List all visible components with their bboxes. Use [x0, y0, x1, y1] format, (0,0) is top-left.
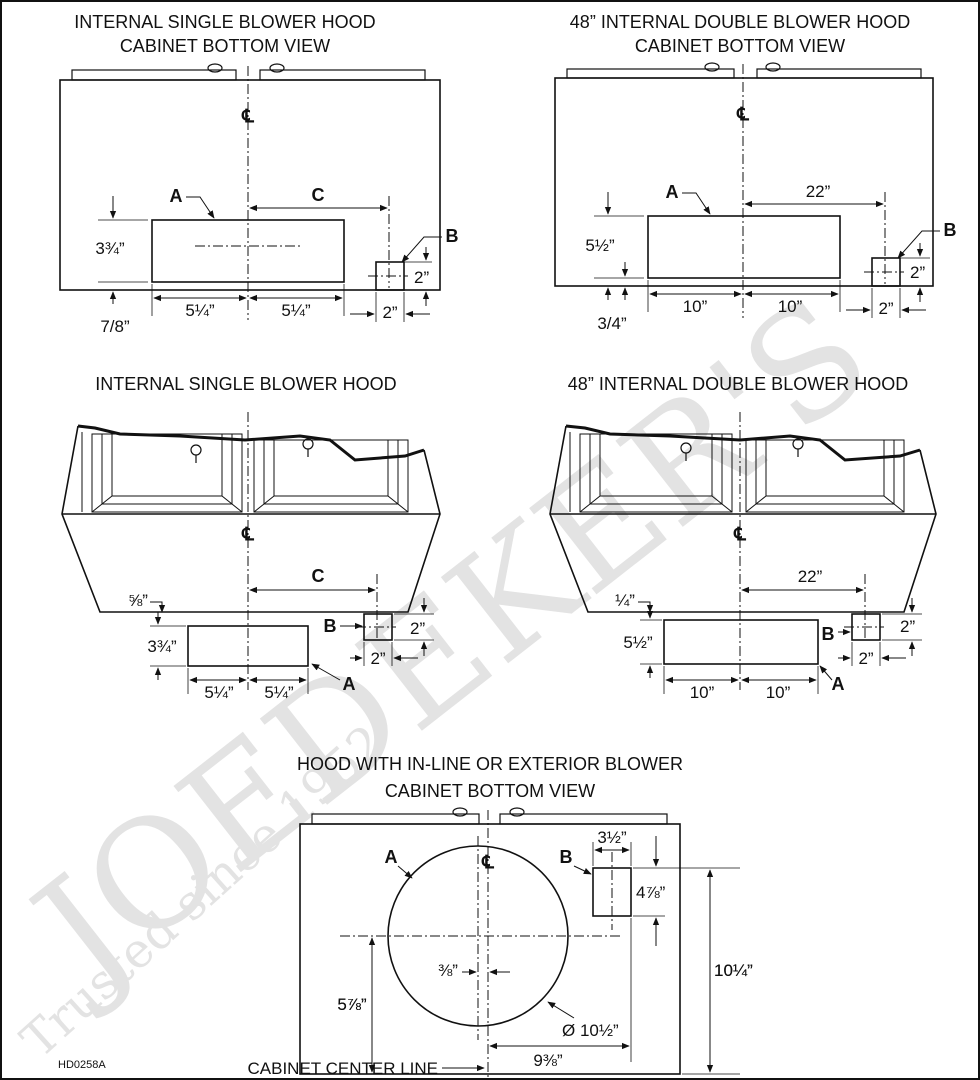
diagram1-label-c: C: [312, 185, 325, 205]
diagram1-dim-a-height: 3¾”: [95, 239, 125, 258]
diagram2-dim-a-right: 10”: [778, 297, 803, 316]
diagram4-dim-b-height: 2”: [900, 617, 915, 636]
diagram5-title-line1: HOOD WITH IN-LINE OR EXTERIOR BLOWER: [297, 754, 683, 774]
diagram3-label-a: A: [343, 674, 356, 694]
diagram2-title-line2: CABINET BOTTOM VIEW: [635, 36, 845, 56]
diagram5-dim-circle-center: 5⅞”: [337, 995, 367, 1014]
diagram-single-perspective: INTERNAL SINGLE BLOWER HOOD ℄ ⅝” C: [61, 374, 441, 702]
diagram3-cabinet: [61, 425, 441, 613]
diagram4-dim-b-width: 2”: [858, 649, 873, 668]
diagram1-dim-b-height: 2”: [414, 268, 429, 287]
diagram1-dim-a-left: 5¼”: [185, 301, 215, 320]
diagram2-opening-a: [647, 215, 841, 279]
diagram3-dim-a-right: 5¼”: [264, 683, 294, 702]
diagram5-dim-b-width: 3½”: [597, 828, 627, 847]
cabinet-center-line-label: CABINET CENTER LINE: [247, 1059, 438, 1078]
diagram5-dim-b-offset: 9⅜”: [533, 1051, 563, 1070]
diagram-single-bottom-view: INTERNAL SINGLE BLOWER HOOD CABINET BOTT…: [59, 12, 459, 336]
diagram3-dim-b-width: 2”: [370, 649, 385, 668]
diagram2-dim-bottom-gap: 3/4”: [597, 314, 627, 333]
diagram4-dim-a-left: 10”: [690, 683, 715, 702]
diagram5-title-line2: CABINET BOTTOM VIEW: [385, 781, 595, 801]
centerline-symbol: ℄: [241, 106, 254, 126]
diagram1-label-b: B: [446, 226, 459, 246]
diagram4-opening-a: [663, 619, 819, 665]
drawing-code: HD0258A: [58, 1059, 106, 1071]
diagram-inline-blower-bottom-view: HOOD WITH IN-LINE OR EXTERIOR BLOWER CAB…: [297, 754, 756, 1078]
diagram4-dim-a-right: 10”: [766, 683, 791, 702]
diagram3-dim-gap: ⅝”: [128, 591, 148, 610]
diagram5-dim-b-height: 4⅞”: [636, 883, 666, 902]
diagram3-label-b: B: [324, 616, 337, 636]
diagram2-dim-b-height: 2”: [910, 263, 925, 282]
diagram2-label-a: A: [666, 182, 679, 202]
diagram4-label-b: B: [822, 624, 835, 644]
diagram4-dim-gap: ¼”: [615, 591, 635, 610]
diagram5-label-a: A: [385, 847, 398, 867]
centerline-symbol: ℄: [736, 104, 749, 124]
diagram1-cabinet: [59, 79, 441, 291]
diagram1-title-line1: INTERNAL SINGLE BLOWER HOOD: [74, 12, 375, 32]
diagram2-title-line1: 48” INTERNAL DOUBLE BLOWER HOOD: [570, 12, 910, 32]
diagram4-cabinet: [549, 425, 937, 613]
diagram-double-bottom-view: 48” INTERNAL DOUBLE BLOWER HOOD CABINET …: [554, 12, 957, 333]
diagram2-dim-a-height: 5½”: [585, 236, 615, 255]
diagram1-title-line2: CABINET BOTTOM VIEW: [120, 36, 330, 56]
centerline-symbol: ℄: [481, 852, 494, 872]
diagram2-dim-b-width: 2”: [878, 299, 893, 318]
diagram1-dim-a-right: 5¼”: [281, 301, 311, 320]
diagram5-dim-depth: 10¼”: [714, 961, 753, 980]
diagram4-dim-c: 22”: [798, 567, 823, 586]
diagram4-title: 48” INTERNAL DOUBLE BLOWER HOOD: [568, 374, 908, 394]
diagram3-label-c: C: [312, 566, 325, 586]
diagram1-label-a: A: [170, 186, 183, 206]
diagram3-title: INTERNAL SINGLE BLOWER HOOD: [95, 374, 396, 394]
diagram5-dim-circle-center-text: 5⅞”: [337, 995, 367, 1014]
diagram4-dim-a-height: 5½”: [623, 633, 653, 652]
diagram-double-perspective: 48” INTERNAL DOUBLE BLOWER HOOD ℄ ¼” 22”…: [549, 374, 937, 702]
diagram2-dim-a-left: 10”: [683, 297, 708, 316]
diagram2-label-b: B: [944, 220, 957, 240]
diagram1-dim-b-width: 2”: [382, 303, 397, 322]
diagram1-opening-a: [151, 219, 345, 283]
diagram5-cabinet: [299, 823, 681, 1075]
diagram3-dim-a-height: 3¾”: [147, 637, 177, 656]
centerline-symbol: ℄: [733, 524, 746, 544]
diagram5-dim-depth-text: 10¼”: [714, 961, 753, 980]
diagram5-dim-offset: ⅜”: [438, 961, 458, 980]
diagram1-dim-bottom-gap: 7/8”: [100, 317, 130, 336]
diagram5-label-b: B: [560, 847, 573, 867]
diagram2-cabinet: [554, 77, 934, 287]
centerline-symbol: ℄: [241, 524, 254, 544]
diagram3-dim-a-left: 5¼”: [204, 683, 234, 702]
diagram2-dim-c: 22”: [806, 182, 831, 201]
diagram4-label-a: A: [832, 674, 845, 694]
diagram3-opening-a: [187, 625, 309, 667]
diagram5-dim-diameter: Ø 10½”: [562, 1021, 619, 1040]
diagram3-dim-b-height: 2”: [410, 619, 425, 638]
